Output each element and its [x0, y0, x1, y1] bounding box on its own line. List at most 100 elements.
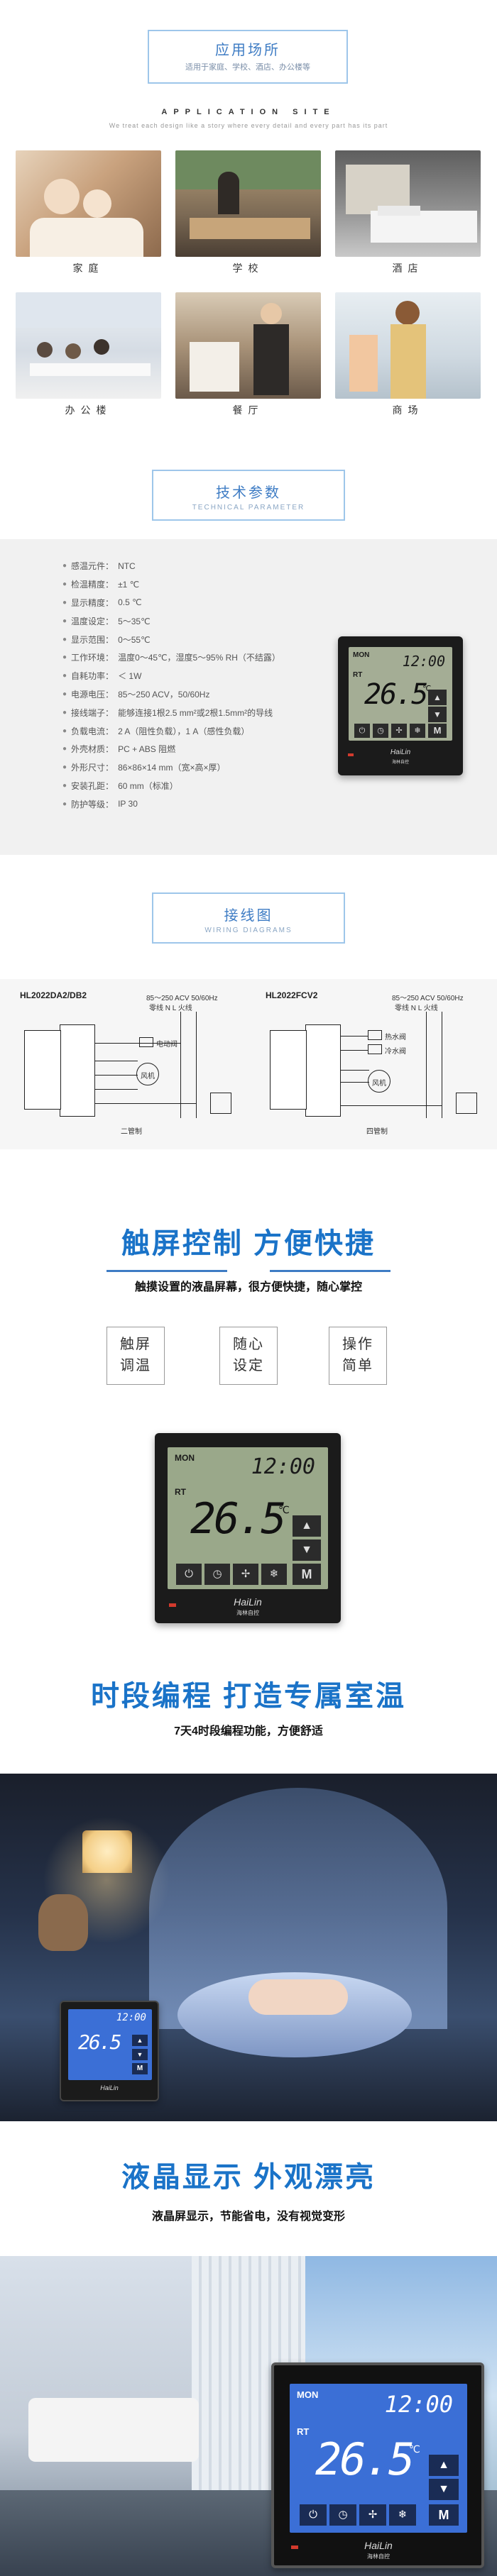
mode-button-large[interactable]: M — [293, 1564, 321, 1585]
thermostat-lcd-living: MON 12:00 RT 26.5 ℃ ▲ ▼ M ⏻ ◷ ✢ ❄ — [290, 2384, 467, 2533]
terminal-box-left — [24, 1030, 61, 1110]
bullet-icon: ● — [62, 763, 67, 772]
left-type: 二管制 — [121, 1128, 142, 1136]
power-led — [348, 753, 354, 756]
mode-button-living[interactable]: M — [429, 2504, 459, 2526]
bullet-icon: ● — [62, 690, 67, 698]
down-button[interactable]: ▼ — [428, 707, 447, 722]
line-n-left — [180, 1012, 181, 1118]
spec-key: 自耗功率： — [71, 671, 114, 682]
bullet-icon: ● — [62, 580, 67, 589]
spec-value: 温度0～45℃，湿度5～95% RH（不结露） — [118, 653, 280, 663]
mode-button[interactable]: M — [428, 724, 447, 738]
power-icon[interactable]: ⏻ — [354, 724, 370, 738]
wire-r5 — [341, 1105, 442, 1106]
spec-value: 85～250 ACV，50/60Hz — [118, 689, 210, 700]
rt-label-living: RT — [297, 2426, 310, 2437]
touch-underline-left — [106, 1270, 227, 1272]
spec-key: 温度设定： — [71, 616, 114, 626]
bullet-icon: ● — [62, 562, 67, 570]
temp-unit-living: ℃ — [409, 2443, 420, 2455]
wire-r4 — [341, 1082, 369, 1083]
brand-logo-large: HaiLin — [234, 1596, 262, 1608]
baby — [248, 1979, 348, 2015]
feature-label: 操作 简单 — [342, 1337, 373, 1373]
wire-r2 — [341, 1050, 368, 1051]
spec-row: ●工作环境：温度0～45℃，湿度5～95% RH（不结露） — [62, 648, 375, 667]
day-label-large: MON — [175, 1453, 195, 1463]
tech-title-box: 技术参数 TECHNICAL PARAMETER — [152, 470, 345, 521]
application-subtitle: 适用于家庭、学校、酒店、办公楼等 — [185, 63, 310, 72]
feature-box-3: 操作 简单 — [329, 1327, 387, 1385]
day-label: MON — [353, 651, 370, 659]
wiring-title-box: 接线图 WIRING DIAGRAMS — [152, 892, 345, 944]
spec-key: 安装孔距： — [71, 780, 114, 791]
fan-icon[interactable]: ✢ — [391, 724, 407, 738]
clock-icon-large[interactable]: ◷ — [204, 1564, 230, 1585]
office-photo — [16, 292, 161, 399]
spec-key: 负载电流： — [71, 726, 114, 736]
place-tile-hotel: 酒店 — [335, 150, 481, 275]
spec-value: IP 30 — [118, 799, 138, 809]
snow-icon-living[interactable]: ❄ — [389, 2504, 416, 2526]
fan-icon-living[interactable]: ✢ — [359, 2504, 386, 2526]
lcd-headline: 液晶显示 外观漂亮 — [121, 2162, 376, 2193]
wire-r1 — [341, 1036, 368, 1037]
spec-list: ●感温元件：NTC●检温精度：±1 ℃●显示精度：0.5 ℃●温度设定：5～35… — [62, 557, 375, 813]
brand-subtitle: 海林自控 — [391, 761, 409, 765]
up-button[interactable]: ▲ — [428, 690, 447, 705]
snow-icon-large[interactable]: ❄ — [261, 1564, 287, 1585]
spec-key: 外壳材质： — [71, 744, 114, 755]
bullet-icon: ● — [62, 708, 67, 717]
valve-box-left — [139, 1037, 153, 1047]
fan-icon-large[interactable]: ✢ — [233, 1564, 258, 1585]
up-button-large[interactable]: ▲ — [293, 1515, 321, 1537]
touch-underline-right — [270, 1270, 390, 1272]
spec-row: ●自耗功率：＜ 1W — [62, 667, 375, 685]
down-button-living[interactable]: ▼ — [429, 2479, 459, 2500]
place-tile-school: 学校 — [175, 150, 321, 275]
touch-subtitle: 触摸设置的液晶屏幕，很方便快捷，随心掌控 — [134, 1281, 362, 1293]
day-label-living: MON — [297, 2389, 319, 2400]
spec-value: PC + ABS 阻燃 — [118, 744, 176, 755]
snow-icon[interactable]: ❄ — [410, 724, 425, 738]
nursery-photo: 12:00 26.5 ▲ ▼ M HaiLin — [0, 1774, 497, 2121]
terminal-block-right — [305, 1024, 341, 1117]
valve1-label-right: 热水阀 — [385, 1034, 406, 1041]
down-button-large[interactable]: ▼ — [293, 1539, 321, 1561]
left-model: HL2022DA2/DB2 — [20, 990, 87, 1000]
feature-label: 随心 设定 — [233, 1337, 264, 1373]
right-power: 85～250 ACV 50/60Hz — [392, 995, 464, 1002]
rt-label: RT — [353, 671, 363, 679]
application-caption: We treat each design like a story where … — [109, 122, 388, 129]
valve-label-left: 电动阀 — [156, 1041, 178, 1049]
place-label: 办公楼 — [65, 404, 112, 416]
temp-display: 26.5 — [364, 678, 428, 711]
wire-h5 — [95, 1103, 196, 1104]
living-room-photo: MON 12:00 RT 26.5 ℃ ▲ ▼ M ⏻ ◷ ✢ ❄ HaiLin… — [0, 2256, 497, 2576]
spec-key: 接线端子： — [71, 707, 114, 718]
application-title: 应用场所 — [215, 43, 280, 58]
power-icon-large[interactable]: ⏻ — [176, 1564, 202, 1585]
clock-icon-living[interactable]: ◷ — [329, 2504, 356, 2526]
place-tile-office: 办公楼 — [16, 292, 161, 417]
place-tile-restaurant: 餐厅 — [175, 292, 321, 417]
thermostat-icon-right — [456, 1093, 477, 1114]
clock-icon[interactable]: ◷ — [373, 724, 388, 738]
feature-label: 触屏 调温 — [120, 1337, 151, 1373]
tech-title: 技术参数 — [216, 485, 281, 501]
thermostat-spec: MON 12:00 RT 26.5 ℃ ▲ ▼ M ⏻ ◷ ✢ ❄ HaiLin… — [338, 636, 463, 775]
power-icon-living[interactable]: ⏻ — [300, 2504, 327, 2526]
up-button-living[interactable]: ▲ — [429, 2455, 459, 2476]
touch-headline: 触屏控制 方便快捷 — [121, 1228, 376, 1259]
fan-circle-right — [368, 1070, 390, 1093]
right-nl: 零线 N L 火线 — [395, 1005, 438, 1012]
bullet-icon: ● — [62, 781, 67, 790]
down-button-nursery[interactable]: ▼ — [132, 2049, 148, 2060]
wire-h4 — [95, 1089, 138, 1090]
restaurant-photo — [175, 292, 321, 399]
mode-button-nursery[interactable]: M — [132, 2063, 148, 2074]
up-button-nursery[interactable]: ▲ — [132, 2035, 148, 2046]
spec-key: 显示精度： — [71, 597, 114, 608]
sofa — [28, 2398, 199, 2462]
